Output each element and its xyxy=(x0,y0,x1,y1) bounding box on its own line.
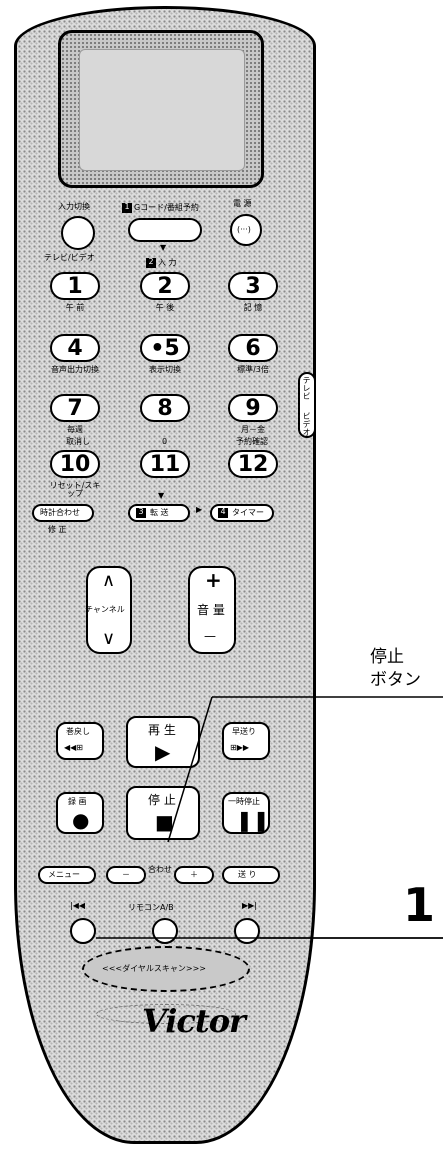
input-switch-button[interactable] xyxy=(61,216,95,250)
key-8[interactable]: 8 xyxy=(140,394,190,422)
switch-video-label: ビデオ xyxy=(302,412,311,436)
clock-set-button[interactable]: 時計合わせ xyxy=(32,504,94,522)
transfer-button[interactable]: 3 転 送 xyxy=(128,504,190,522)
record-icon: ● xyxy=(72,808,90,832)
input-number-badge: 2 xyxy=(146,258,156,268)
timer-button[interactable]: 4 タイマー xyxy=(210,504,274,522)
switch-tv-label: テレビ xyxy=(302,376,311,400)
stop-button[interactable]: 停 止 ■ xyxy=(126,786,200,840)
gcode-number-badge: 1 xyxy=(122,203,132,213)
key-11[interactable]: 11 xyxy=(140,450,190,478)
power-label: 電 源 xyxy=(233,199,252,208)
key-12[interactable]: 12 xyxy=(228,450,278,478)
lcd-window xyxy=(79,49,245,171)
input-section-label: 入 力 xyxy=(158,258,177,267)
chevron-down-icon: ∨ xyxy=(102,628,116,649)
cancel-label: 取消し xyxy=(66,437,90,446)
brand-logo: Victor xyxy=(142,1002,246,1040)
volume-rocker[interactable]: + 音 量 — xyxy=(188,566,236,654)
dial-scan-label: <<<ダイヤルスキャン>>> xyxy=(102,964,206,973)
skip-back-icon: |◀◀ xyxy=(70,901,85,910)
key-3[interactable]: 3 記 憶 xyxy=(228,272,278,312)
channel-label: チャンネル xyxy=(85,605,125,614)
pause-icon: ❚❚ xyxy=(236,808,270,832)
stop-icon: ■ xyxy=(155,810,174,834)
input-switch-label: 入力切換 xyxy=(58,202,90,211)
arrow-down-icon-2: ▼ xyxy=(158,491,165,500)
confirm-label: 予約確認 xyxy=(236,437,268,446)
volume-label: 音 量 xyxy=(197,603,225,617)
volume-minus-icon: — xyxy=(204,629,216,643)
send-button[interactable]: 送 り xyxy=(222,866,280,884)
play-arrow-icon: ▶ xyxy=(196,505,203,514)
adjust-minus-button[interactable]: － xyxy=(106,866,146,884)
chevron-up-icon: ∧ xyxy=(102,570,116,591)
pause-button[interactable]: 一時停止 ❚❚ xyxy=(222,792,270,834)
adjust-plus-button[interactable]: ＋ xyxy=(174,866,214,884)
play-button[interactable]: 再 生 ▶ xyxy=(126,716,200,768)
key-10[interactable]: 10 リセット/スキップ xyxy=(49,450,101,498)
stop-leader-line xyxy=(167,696,213,843)
key-6[interactable]: 6 標準/3倍 xyxy=(228,334,278,374)
power-button[interactable]: (···) xyxy=(230,214,262,246)
tv-video-switch[interactable] xyxy=(298,372,316,438)
fast-forward-icon: ⊞▶▶ xyxy=(230,743,250,752)
gcode-label: Gコード/番組予約 xyxy=(134,203,199,212)
channel-rocker[interactable]: ∧ チャンネル ∨ xyxy=(85,566,132,654)
volume-plus-icon: + xyxy=(205,568,222,592)
remote-ab-button[interactable] xyxy=(152,918,178,944)
zero-label: 0 xyxy=(162,437,168,446)
key-5[interactable]: •5 表示切換 xyxy=(140,334,190,374)
callout-label: 停止 ボタン xyxy=(370,646,421,692)
skip-forward-icon: ▶▶| xyxy=(242,901,257,910)
adjust-label: 合わせ xyxy=(148,865,172,874)
dial-scan-button[interactable]: <<<ダイヤルスキャン>>> xyxy=(82,946,250,992)
play-icon: ▶ xyxy=(155,740,171,764)
gcode-button[interactable] xyxy=(128,218,202,242)
callout-line1: 停止 xyxy=(370,647,404,667)
arrow-down-icon: ▼ xyxy=(160,243,167,252)
lower-panel-outline xyxy=(96,1004,236,1024)
remote-body xyxy=(14,6,316,1144)
key-7[interactable]: 7 毎週 xyxy=(50,394,100,434)
skip-forward-button[interactable] xyxy=(234,918,260,944)
callout-line2: ボタン xyxy=(370,669,421,690)
rewind-icon: ◀◀⊞ xyxy=(64,743,84,752)
key-1[interactable]: 1 午 前 xyxy=(50,272,100,312)
menu-button[interactable]: メニュー xyxy=(38,866,96,884)
skip-back-button[interactable] xyxy=(70,918,96,944)
tv-video-label: テレビ/ビデオ xyxy=(44,253,95,262)
remote-ab-label: リモコンA/B xyxy=(128,903,174,912)
step-number: 1 xyxy=(403,878,436,932)
key-2[interactable]: 2 午 後 xyxy=(140,272,190,312)
correction-label: 修 正 xyxy=(48,525,67,534)
lcd-screen xyxy=(58,30,264,188)
power-dots-icon: (···) xyxy=(237,225,251,234)
key-9[interactable]: 9 月－金 xyxy=(228,394,278,434)
fast-forward-button[interactable]: 早送り ⊞▶▶ xyxy=(222,722,270,760)
key-4[interactable]: 4 音声出力切換 xyxy=(50,334,100,374)
record-button[interactable]: 録 画 ● xyxy=(56,792,104,834)
rewind-button[interactable]: 巻戻し ◀◀⊞ xyxy=(56,722,104,760)
